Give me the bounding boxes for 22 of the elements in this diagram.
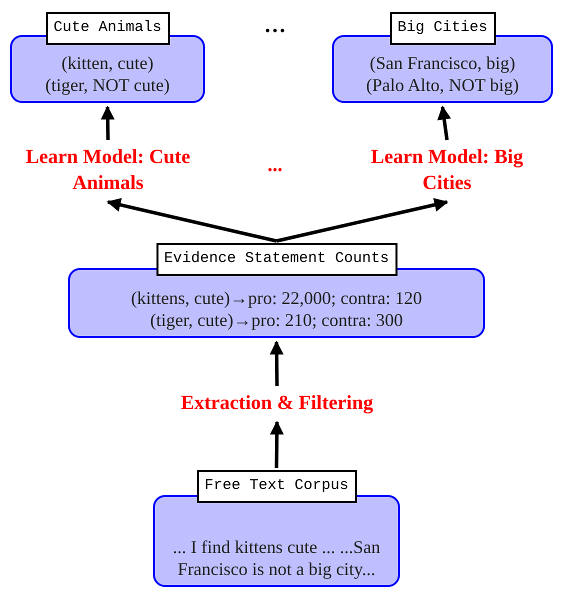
box-text: (kitten, cute) xyxy=(62,52,154,74)
arrow xyxy=(270,420,284,468)
heading-tab: Free Text Corpus xyxy=(196,470,357,503)
heading-tab: Big Cities xyxy=(390,12,496,45)
step-label: Extraction & Filtering xyxy=(120,388,434,418)
heading-tab: Cute Animals xyxy=(45,12,170,45)
arrow xyxy=(100,106,115,140)
arrow xyxy=(270,340,284,386)
box-text: ... I find kittens cute ... ...San Francisco is not a big city... xyxy=(172,536,382,580)
ellipsis-label: … xyxy=(263,11,287,39)
arrow xyxy=(106,198,277,243)
box-text: (tiger, NOT cute) xyxy=(45,74,170,96)
heading-tab: Evidence Statement Counts xyxy=(156,243,398,276)
box-text: (tiger, cute)→pro: 210; contra: 300 xyxy=(150,309,403,331)
box-text: (San Francisco, big) xyxy=(370,52,516,74)
arrow xyxy=(437,106,452,140)
box-text: (Palo Alto, NOT big) xyxy=(366,74,519,96)
step-label: Learn Model: Cute Animals xyxy=(18,142,198,198)
arrow xyxy=(276,198,448,243)
box-text: (kittens, cute)→pro: 22,000; contra: 120 xyxy=(131,287,422,309)
step-label: Learn Model: Big Cities xyxy=(357,142,537,198)
ellipsis-label: ... xyxy=(266,153,284,178)
